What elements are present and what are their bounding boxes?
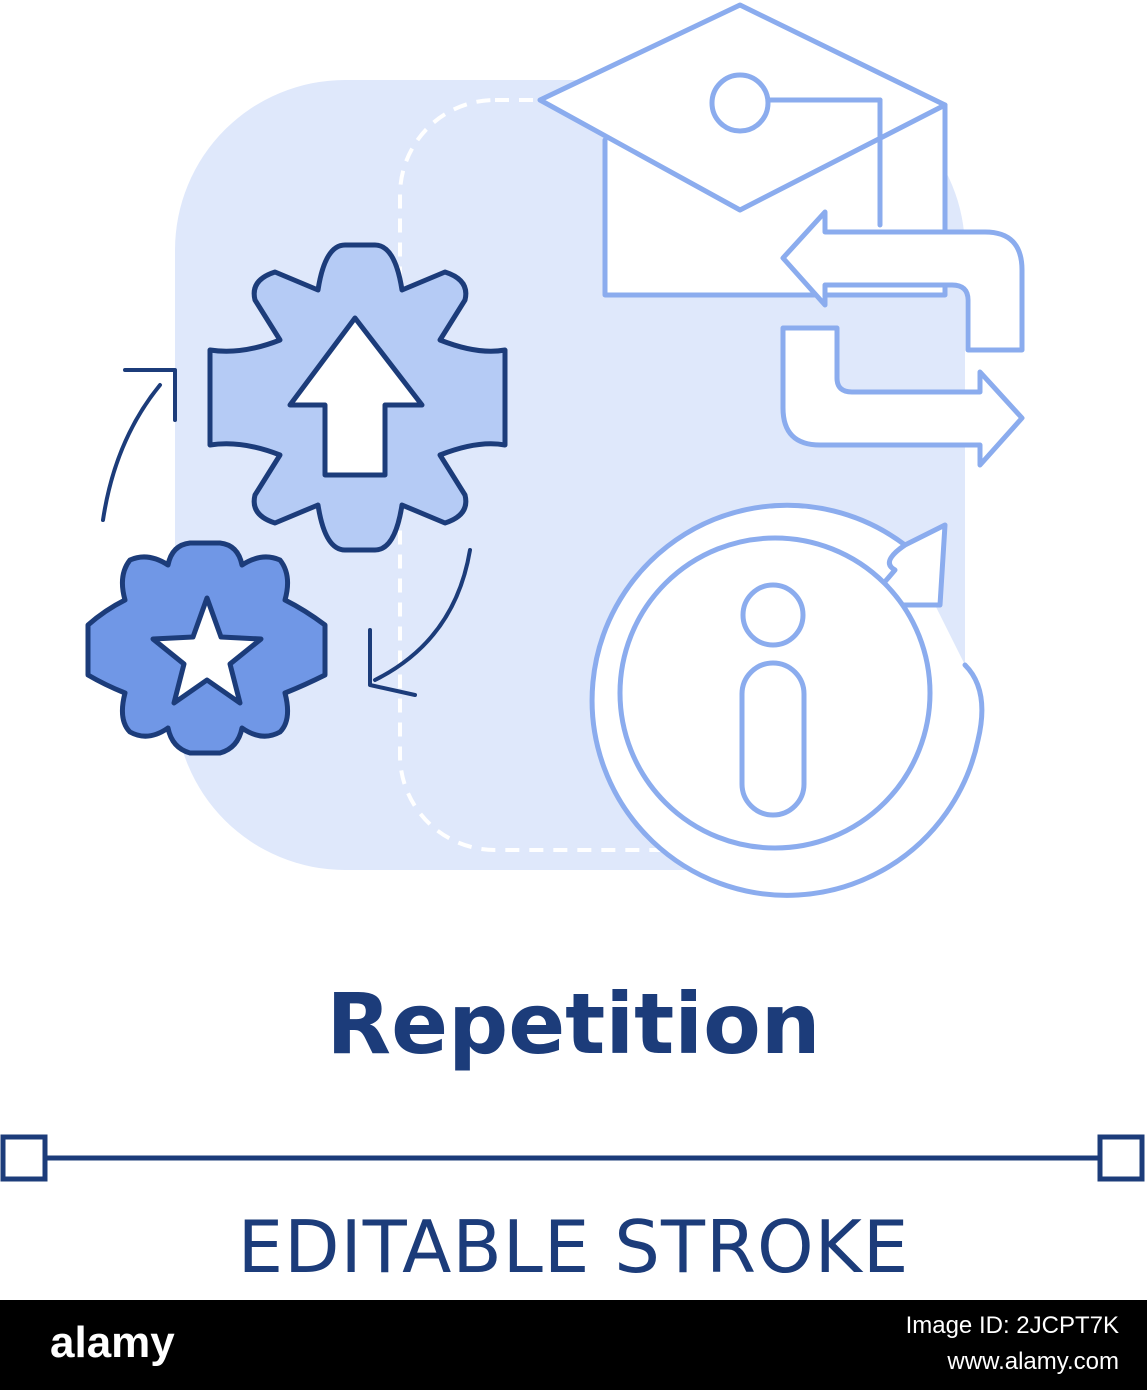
gear-arrow-up-icon: [207, 242, 508, 553]
swap-arrows-icon: [780, 209, 1025, 468]
repetition-illustration: [0, 2, 1145, 1182]
cycle-arrows-icon: [101, 368, 472, 697]
brand-logo: alamy: [50, 1318, 175, 1367]
icon-title: Repetition: [326, 975, 821, 1073]
site-url[interactable]: www.alamy.com: [947, 1348, 1119, 1375]
editable-stroke-handle-icon: [0, 1134, 1145, 1182]
stock-footer: alamy Image ID: 2JCPT7K www.alamy.com: [0, 1300, 1147, 1390]
image-id: Image ID: 2JCPT7K: [905, 1312, 1119, 1339]
editable-stroke-caption: EDITABLE STROKE: [237, 1205, 910, 1289]
gear-star-icon: [85, 540, 328, 756]
info-refresh-icon: [589, 502, 985, 898]
